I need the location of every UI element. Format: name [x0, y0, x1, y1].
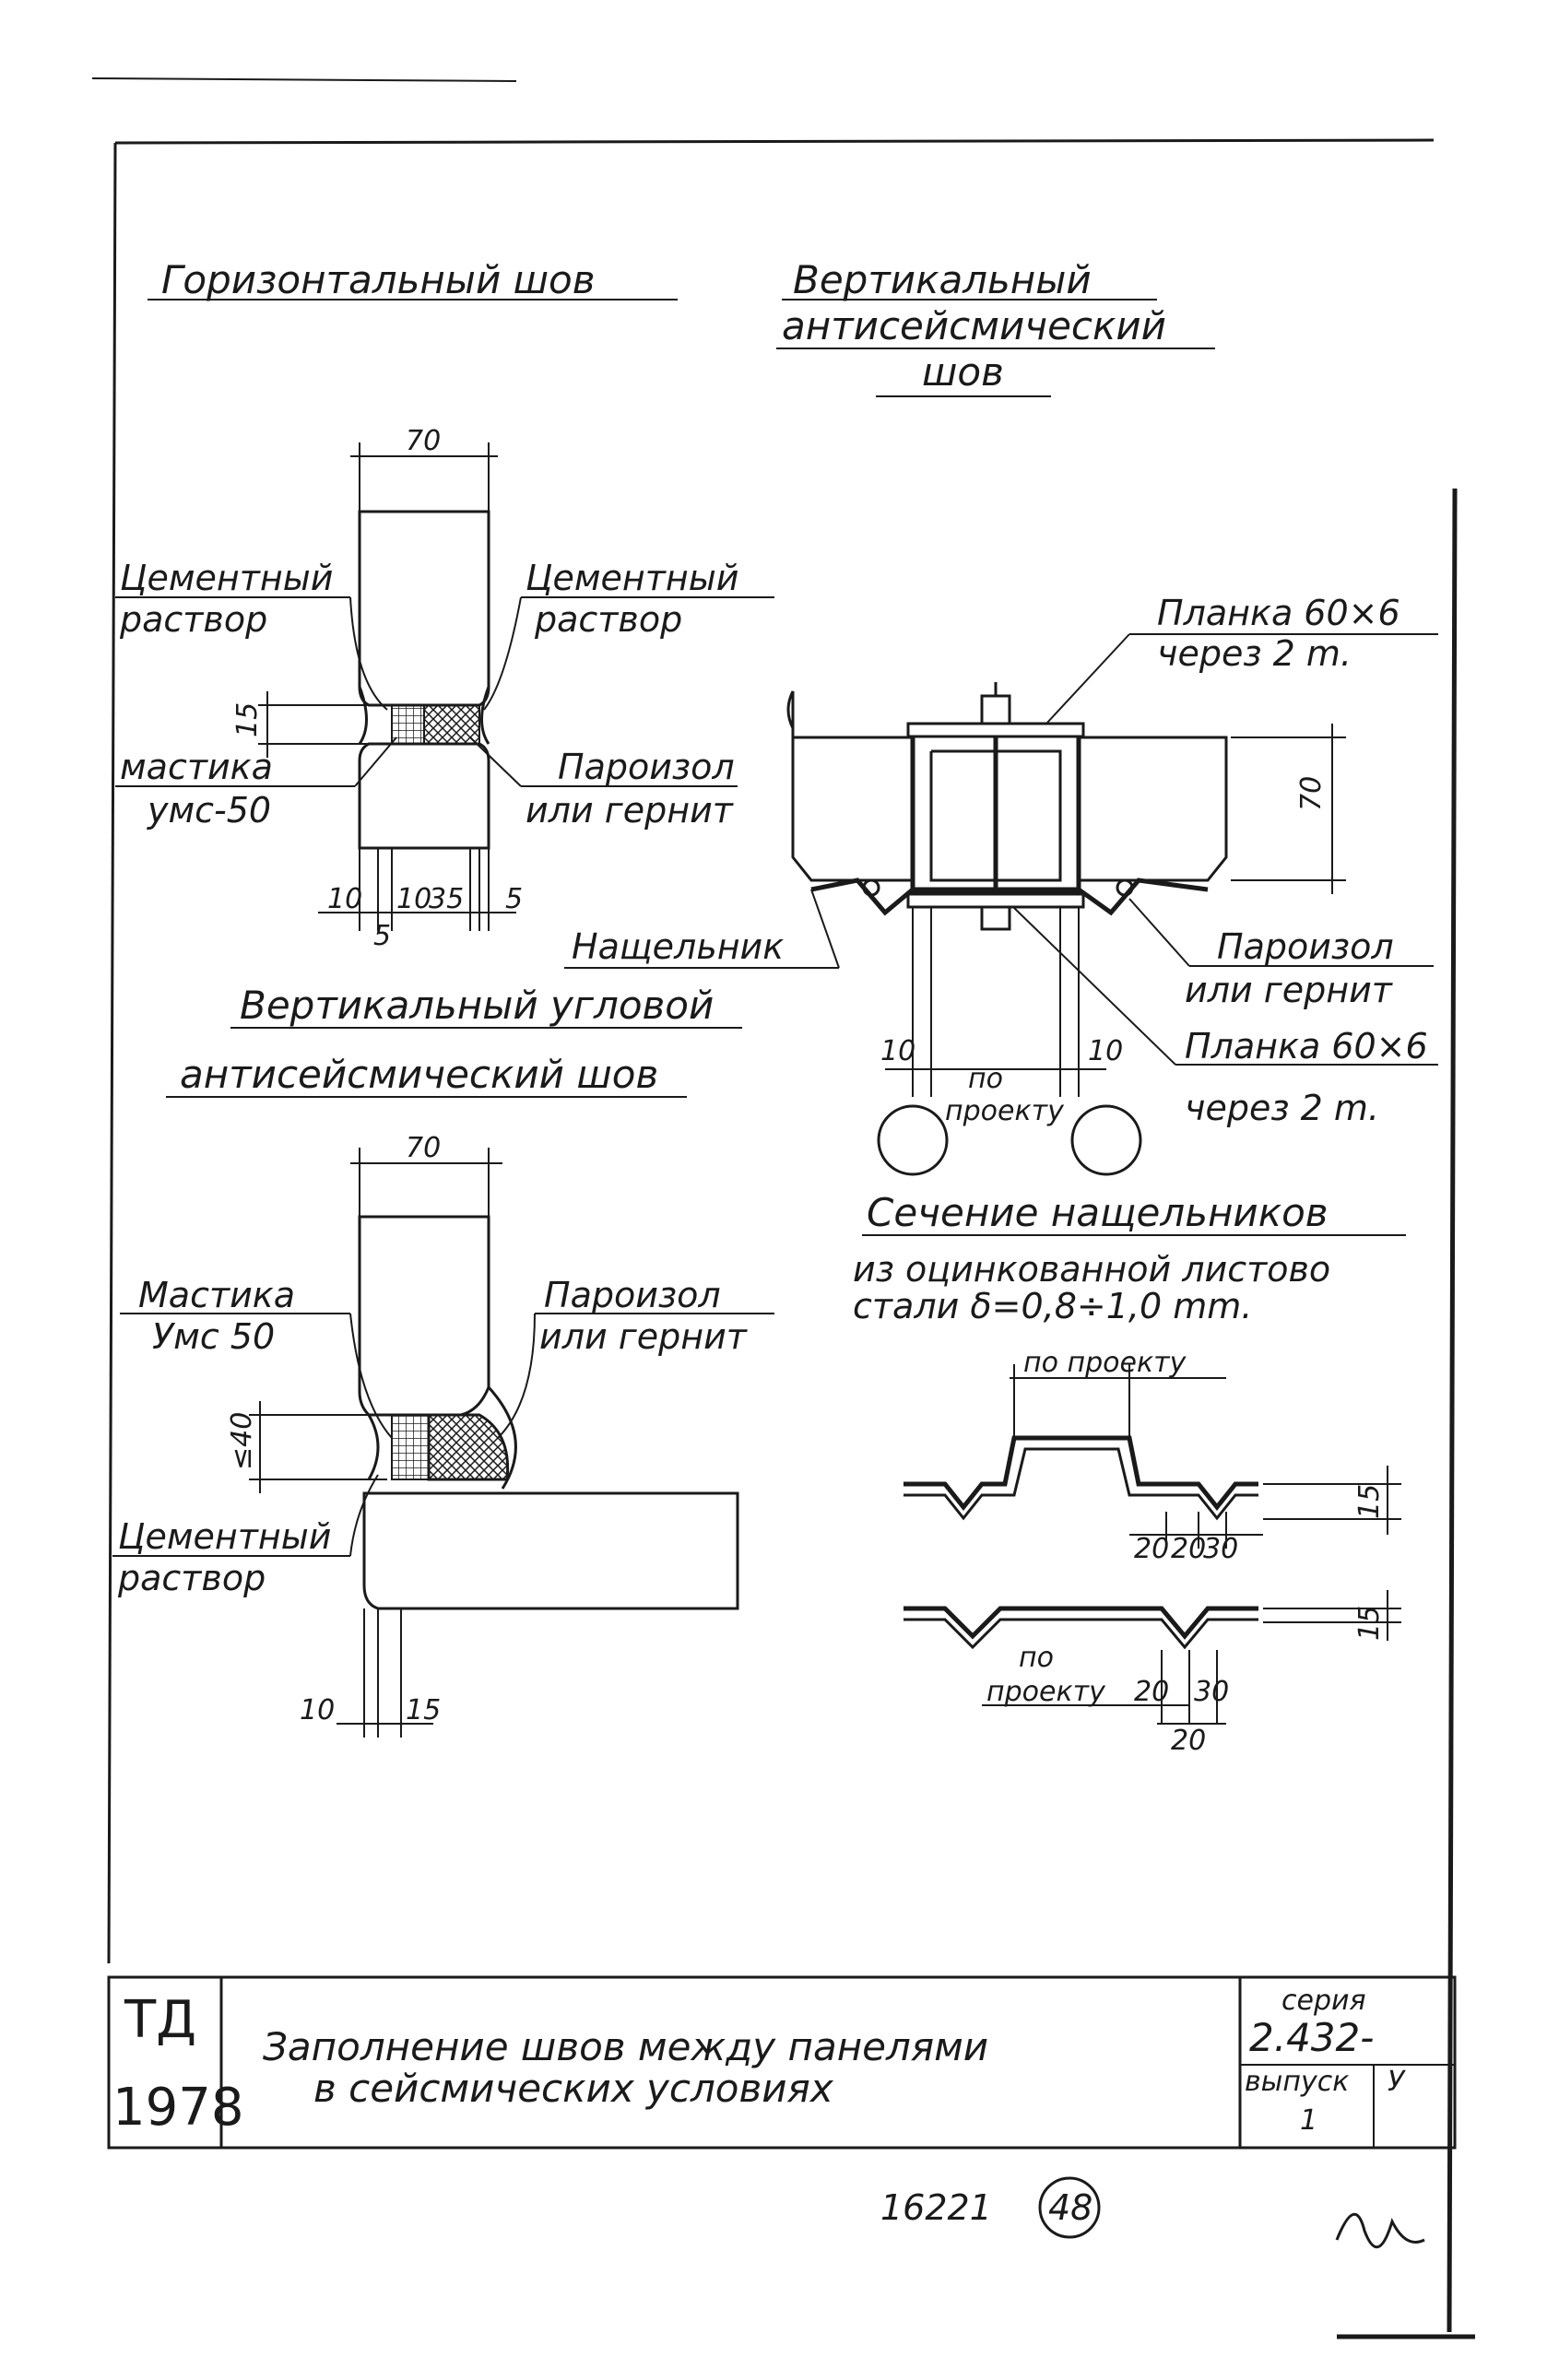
cover-section-detail: Сечение нащельников из оцинкованной лист…: [853, 1190, 1406, 1757]
vj-right-panel: [1077, 736, 1228, 882]
tb-title-1: Заполнение швов между панелями: [263, 2024, 988, 2069]
tb-series-label: серия: [1281, 1985, 1366, 2017]
cs-by-project-bottom-2: проекту: [986, 1676, 1106, 1708]
cj-mastic-1: Мастика: [138, 1275, 295, 1315]
hj-dim-d1: 10: [327, 883, 362, 915]
vj-bottom-strap: [906, 892, 1085, 909]
cj-mortar-2: раствор: [117, 1558, 266, 1598]
vj-dim-middle-2: проекту: [945, 1095, 1065, 1127]
cs-top-dim-c: 30: [1203, 1533, 1238, 1565]
vj-title-3: шов: [922, 349, 1004, 395]
hj-label-mortar-right-2: раствор: [534, 599, 682, 640]
cj-horizontal-panel: [362, 1491, 739, 1610]
vj-dim-height: 70: [1295, 776, 1328, 811]
cs-top-dim-a: 20: [1134, 1533, 1169, 1565]
vertical-joint-detail: Вертикальный антисейсмический шов 70: [564, 257, 1438, 1176]
hj-label-mortar-left-1: Цементный: [120, 558, 333, 598]
hj-dim-d3: 35: [429, 883, 464, 915]
corner-joint-detail: Вертикальный угловой антисейсмический шо…: [112, 983, 774, 1738]
horizontal-joint-detail: Горизонтальный шов 70 15 10 10 35 5 5: [115, 257, 774, 952]
footer-number: 16221: [880, 2187, 992, 2228]
vj-strap-bottom-2: через 2 m.: [1185, 1088, 1379, 1128]
horizontal-joint-title: Горизонтальный шов: [161, 257, 596, 302]
vj-axis-right: [1070, 1104, 1142, 1176]
tb-org: ТД: [124, 1990, 196, 2050]
vj-dim-left: 10: [880, 1035, 915, 1067]
cs-bottom-dim-a: 20: [1134, 1676, 1169, 1708]
sheet-border: [91, 77, 1475, 2339]
tb-title-2: в сейсмических условиях: [313, 2066, 834, 2111]
cj-joint-mastic: [391, 1414, 430, 1480]
signature: [1335, 2212, 1425, 2249]
cs-profile-top: [904, 1435, 1258, 1512]
vj-cover-label: Нащельник: [572, 926, 784, 967]
footer-sheet: 48: [1048, 2187, 1092, 2228]
hj-label-mortar-right-1: Цементный: [526, 558, 738, 598]
footer: 16221 48: [880, 2176, 1425, 2249]
cs-note-1: из оцинкованной листово: [853, 1249, 1330, 1290]
vj-strap-top-2: через 2 m.: [1157, 633, 1352, 674]
cj-mastic-2: Умс 50: [152, 1316, 275, 1357]
cj-dim-d1: 10: [300, 1694, 335, 1726]
hj-upper-panel: [358, 510, 490, 707]
vj-axis-left: [877, 1104, 949, 1176]
cs-top-dim-h: 15: [1353, 1484, 1386, 1519]
vj-title-1: Вертикальный: [793, 257, 1092, 302]
cj-insulation-1: Пароизол: [544, 1275, 721, 1315]
cj-title-1: Вертикальный угловой: [240, 983, 714, 1028]
hj-dim-d5: 5: [373, 920, 391, 952]
vj-strap-top-1: Планка 60×6: [1157, 593, 1400, 633]
cs-bottom-dim-h: 15: [1353, 1606, 1386, 1641]
tb-issue-label: выпуск: [1245, 2066, 1349, 2098]
cs-profile-bottom: [904, 1606, 1258, 1640]
vj-insulation-1: Пароизол: [1217, 926, 1394, 967]
vj-cover-plate: [810, 878, 1209, 916]
hj-label-mastic-1: мастика: [120, 747, 273, 787]
cs-top-dim-b: 20: [1171, 1533, 1206, 1565]
cj-joint-insulation: [427, 1413, 510, 1481]
hj-dim-width: 70: [406, 425, 441, 457]
cs-note-2: стали δ=0,8÷1,0 mm.: [853, 1286, 1252, 1326]
hj-dim-d4: 5: [505, 883, 523, 915]
cs-bottom-dim-b: 30: [1194, 1676, 1229, 1708]
cs-bottom-dim-c: 20: [1171, 1725, 1206, 1757]
tb-series-value: 2.432-: [1249, 2015, 1374, 2060]
cs-title: Сечение нащельников: [867, 1190, 1329, 1235]
vj-left-panel: [786, 690, 915, 882]
hj-label-insulation-1: Пароизол: [558, 747, 735, 787]
cj-mortar-1: Цементный: [118, 1516, 331, 1557]
cj-dim-width: 70: [406, 1132, 441, 1164]
cj-dim-d2: 15: [406, 1694, 441, 1726]
hj-label-mastic-2: умс-50: [147, 790, 271, 831]
vj-title-2: антисейсмический: [782, 303, 1166, 348]
cj-vertical-panel: [358, 1215, 490, 1417]
cs-by-project-top: по проекту: [1023, 1347, 1187, 1379]
hj-label-mortar-left-2: раствор: [119, 599, 267, 640]
hj-label-insulation-2: или гернит: [526, 790, 735, 831]
hj-dim-gap: 15: [231, 702, 264, 737]
vj-insulation-2: или гернит: [1185, 970, 1394, 1010]
hj-dim-d2: 10: [396, 883, 431, 915]
cj-title-2: антисейсмический шов: [180, 1052, 658, 1097]
cs-by-project-bottom-1: по: [1019, 1642, 1054, 1674]
tb-issue-value: 1: [1300, 2104, 1317, 2137]
cj-insulation-2: или гернит: [539, 1316, 749, 1357]
tb-year: 1978: [112, 2078, 244, 2138]
vj-dim-right: 10: [1088, 1035, 1123, 1067]
hj-lower-panel: [358, 742, 490, 850]
vj-strap-bottom-1: Планка 60×6: [1185, 1026, 1428, 1066]
tb-issue-extra: У: [1388, 2066, 1406, 2098]
title-block: ТД 1978 Заполнение швов между панелями в…: [107, 1975, 1457, 2150]
vj-dim-middle-1: по: [968, 1063, 1003, 1095]
cj-dim-gap: ≤40: [226, 1412, 258, 1470]
vj-top-strap: [906, 722, 1085, 738]
